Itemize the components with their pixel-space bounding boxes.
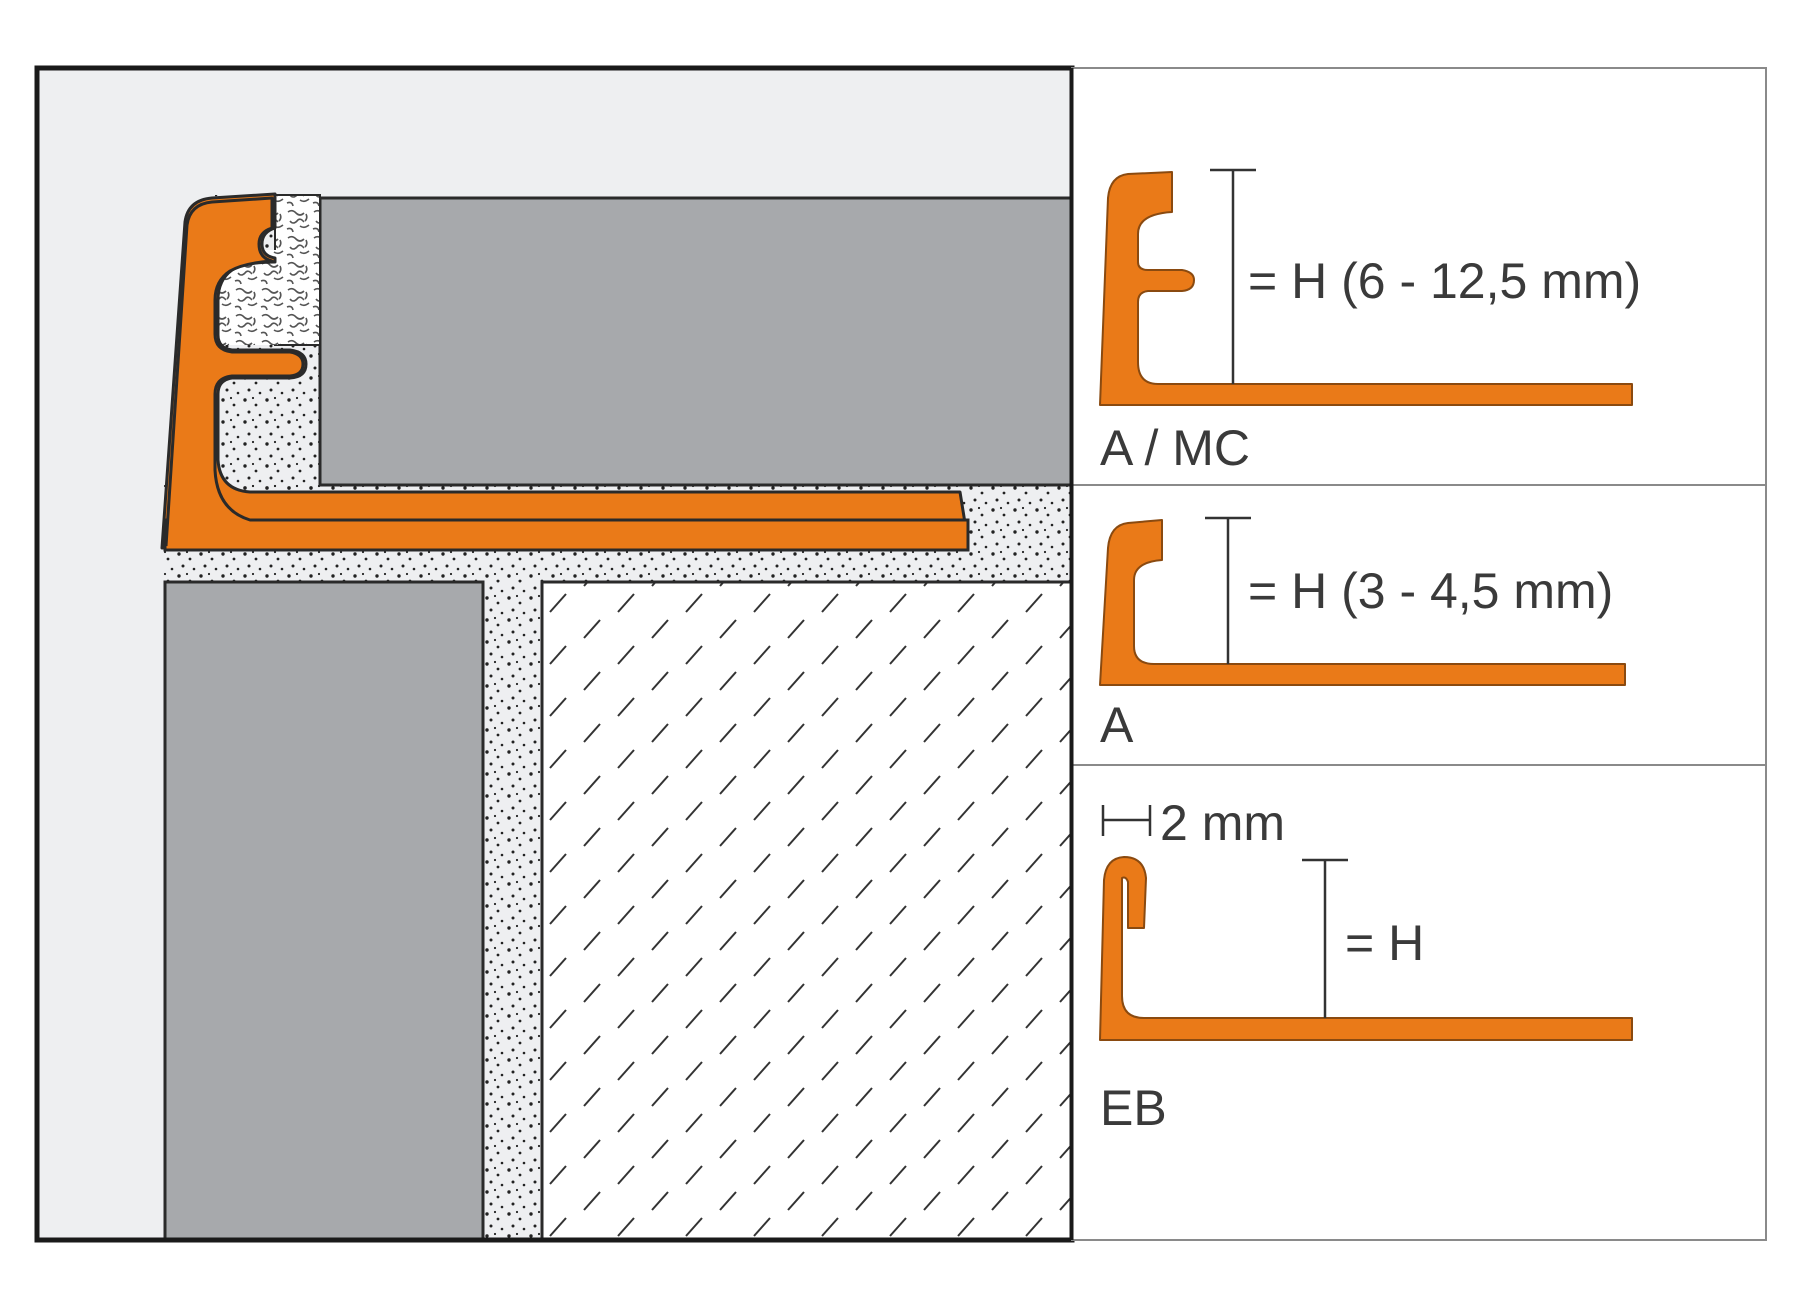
height-label-a: = H (3 - 4,5 mm) — [1248, 563, 1613, 619]
profile-insert-filler — [274, 194, 321, 346]
profile-a-shape — [1099, 519, 1626, 686]
profile-horizontal-leg — [163, 518, 970, 552]
profile-eb-shape — [1099, 856, 1633, 1041]
substrate-hatch — [540, 580, 1074, 1242]
profile-label-eb: EB — [1100, 1080, 1167, 1136]
profile-label-a-mc: A / MC — [1100, 420, 1250, 476]
height-label-a-mc: = H (6 - 12,5 mm) — [1248, 253, 1641, 309]
cross-section-panel — [34, 65, 1075, 1243]
variant-a-mc: = H (6 - 12,5 mm) A / MC — [1099, 168, 1641, 476]
profile-variants-panel: = H (6 - 12,5 mm) A / MC = H (3 - 4,5 mm… — [1070, 67, 1767, 1241]
variant-eb: 2 mm = H EB — [1099, 795, 1633, 1136]
variant-a: = H (3 - 4,5 mm) A — [1099, 516, 1626, 753]
profile-body — [166, 198, 303, 546]
wall-tile-left — [163, 580, 485, 1242]
height-label-eb: = H — [1345, 915, 1424, 971]
profile-a-mc-shape — [1099, 171, 1633, 406]
wall-tile-top — [318, 196, 1074, 487]
adhesive-bed-vertical — [483, 580, 543, 1240]
profile-label-a: A — [1100, 697, 1134, 753]
thickness-label-eb: 2 mm — [1160, 795, 1285, 851]
profile-body-outline — [164, 196, 966, 547]
variants-frame — [1072, 68, 1766, 1240]
